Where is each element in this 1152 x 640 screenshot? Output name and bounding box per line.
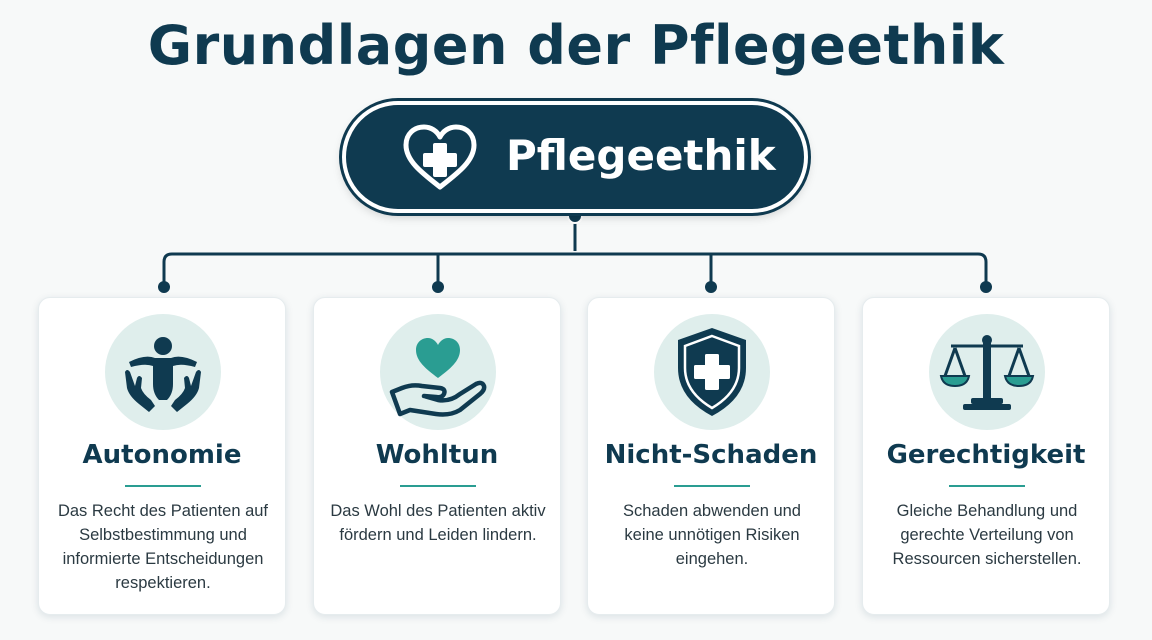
principle-card-gerechtigkeit: Gerechtigkeit Gleiche Behandlung und ger… [862, 297, 1110, 615]
principle-title: Gerechtigkeit [886, 440, 1086, 470]
heart-cross-icon [403, 124, 477, 190]
title-underline [949, 485, 1025, 487]
principle-card-autonomie: Autonomie Das Recht des Patienten auf Se… [38, 297, 286, 615]
card-connector-dot [432, 281, 444, 293]
principle-card-nicht-schaden: Nicht-Schaden Schaden abwenden und keine… [587, 297, 835, 615]
card-connector-dot [158, 281, 170, 293]
central-node: Pflegeethik [342, 101, 808, 213]
person-in-hands-icon [125, 337, 201, 412]
principle-description: Das Recht des Patienten auf Selbstbestim… [57, 502, 269, 592]
page-title: Grundlagen der Pflegeethik [147, 14, 1005, 77]
shield-cross-icon [678, 328, 746, 416]
principle-description: Das Wohl des Patienten aktiv fördern und… [330, 502, 546, 544]
title-underline [125, 485, 201, 487]
principle-title: Wohltun [375, 440, 499, 470]
principle-title: Autonomie [82, 440, 242, 470]
card-connector-dot [980, 281, 992, 293]
card-connector-dot [705, 281, 717, 293]
central-node-label: Pflegeethik [506, 131, 776, 180]
title-underline [400, 485, 476, 487]
principle-title: Nicht-Schaden [604, 440, 818, 470]
principle-card-wohltun: Wohltun Das Wohl des Patienten aktiv för… [313, 297, 561, 615]
principle-description: Gleiche Behandlung und gerechte Verteilu… [892, 502, 1082, 568]
title-underline [674, 485, 750, 487]
principle-description: Schaden abwenden und keine unnötigen Ris… [623, 502, 801, 568]
heart-in-hand-icon [389, 338, 487, 417]
scales-icon [939, 335, 1035, 410]
